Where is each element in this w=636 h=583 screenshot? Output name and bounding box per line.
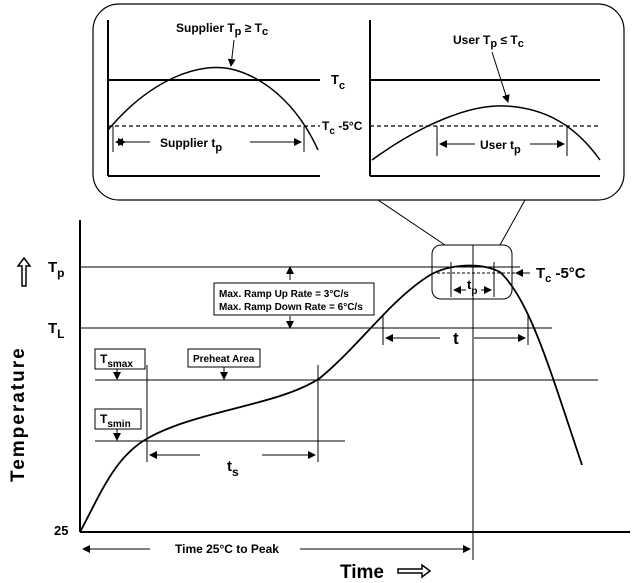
ramp-down-label: Max. Ramp Down Rate = 6°C/s (219, 302, 363, 313)
tp-axis-label: Tp (48, 259, 65, 280)
inset-right-tp-label: User tp (480, 138, 521, 156)
ts-label: ts (227, 458, 239, 479)
up-arrow-icon (16, 256, 32, 287)
peak-callout-box (431, 244, 513, 300)
callout-line-right (499, 199, 526, 246)
inset-tc-label: Tc (331, 72, 345, 92)
inset-left-pointer (227, 39, 236, 67)
inset-left-title: Supplier Tp ≥ Tc (176, 21, 268, 38)
inset-right-pointer (491, 51, 510, 103)
tsmin-label: Tsmin (100, 412, 131, 430)
inset-right-plot (369, 20, 601, 177)
preheat-label: Preheat Area (193, 354, 255, 365)
ramp-up-label: Max. Ramp Up Rate = 3°C/s (219, 289, 349, 300)
inset-bubble (92, 3, 625, 201)
right-arrow-icon (397, 563, 432, 579)
time-to-peak-label: Time 25°C to Peak (175, 542, 279, 556)
inset-right-curve (371, 105, 601, 161)
tsmax-label: Tsmax (100, 352, 133, 370)
tp-small-label: tp (467, 277, 477, 297)
x-axis-title: Time (340, 562, 384, 583)
t-label: t (453, 329, 459, 348)
tsmax-box (94, 348, 146, 370)
inset-tc5-label: Tc -5°C (322, 119, 363, 137)
y-start-label: 25 (54, 523, 68, 538)
time-to-peak-box (160, 541, 300, 557)
tl-axis-label: TL (48, 320, 65, 341)
callout-line-left (377, 199, 446, 246)
inset-left-curve (107, 66, 319, 151)
reflow-curve (79, 264, 583, 533)
inset-right-title: User Tp ≤ Tc (453, 33, 524, 50)
tsmin-box (94, 408, 142, 430)
inset-left-plot (107, 20, 320, 177)
ramp-rate-box (213, 282, 375, 316)
y-axis-title: Temperature (8, 346, 29, 482)
tc5-main-label: Tc -5°C (536, 265, 586, 285)
inset-left-tp-label: Supplier tp (160, 136, 222, 154)
